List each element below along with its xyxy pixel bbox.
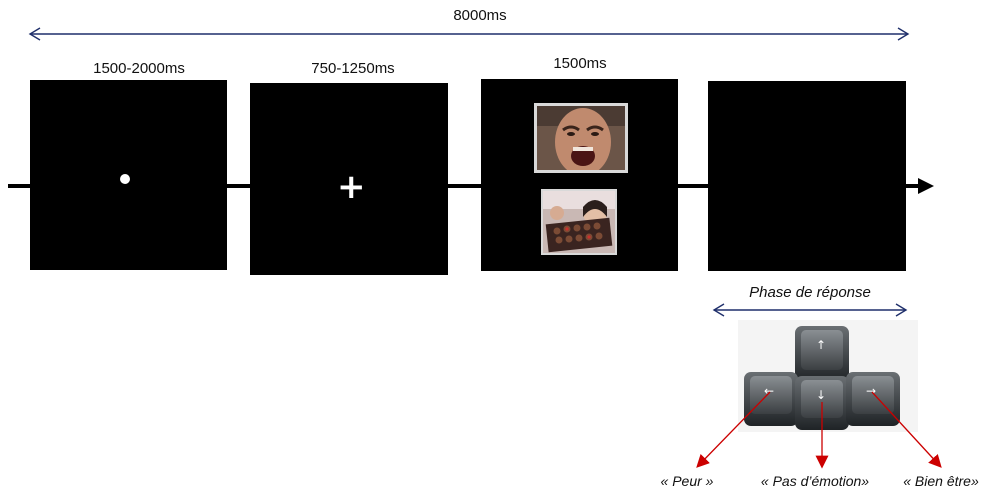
response-peur-label: « Peur » [660,473,714,489]
fixation-dot-screen [30,80,227,270]
response-screen [708,81,906,271]
fixation-dot-duration: 1500-2000ms [93,60,185,77]
right-arrow-icon: → [866,384,877,398]
response-phase-label: Phase de réponse [749,284,871,301]
fixation-cross: + [337,167,366,207]
total-duration-label: 8000ms [453,7,507,24]
chocolates-photo [541,189,617,255]
left-arrow-icon: ← [764,384,775,398]
left-key [744,372,798,426]
stimuli-screen [481,79,678,271]
total-duration-arrow [28,27,910,41]
fixation-dot [120,174,130,184]
right-key-pointer [871,391,942,468]
fixation-cross-screen: + [250,83,448,275]
stimuli-duration: 1500ms [553,55,607,72]
up-arrow-icon: ↑ [816,338,827,352]
left-key-pointer [696,391,771,468]
response-phase-arrow [712,303,908,317]
angry-face-photo [534,103,628,173]
response-bien-etre-label: « Bien être» [903,473,979,489]
up-key [795,326,849,382]
response-pas-emotion-label: « Pas d’émotion» [760,473,870,489]
timeline-line [8,184,924,188]
timeline-arrowhead [918,178,934,194]
fixation-cross-duration: 750-1250ms [311,60,395,77]
down-arrow-icon: ↓ [816,388,827,402]
response-pointer-arrows [696,391,942,469]
